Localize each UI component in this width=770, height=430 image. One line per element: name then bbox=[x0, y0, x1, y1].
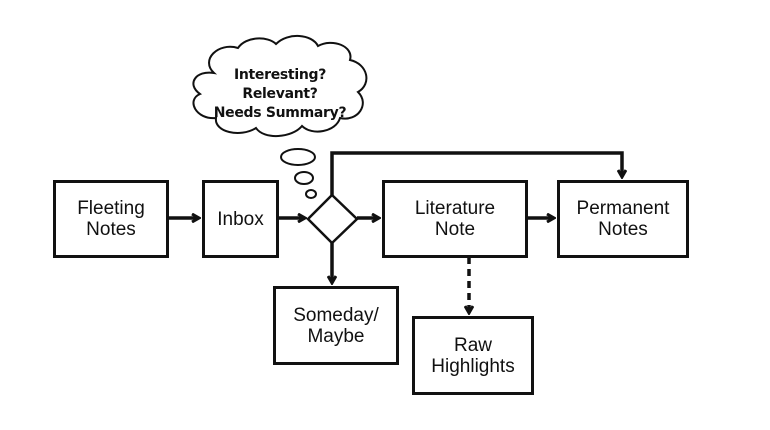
node-label-line2: Highlights bbox=[431, 355, 515, 377]
node-raw-highlights[interactable]: Raw Highlights bbox=[412, 316, 534, 395]
node-fleeting-notes[interactable]: Fleeting Notes bbox=[53, 180, 169, 258]
node-label-line2: Maybe bbox=[307, 325, 365, 347]
node-label-line2: Note bbox=[434, 219, 476, 240]
node-label-line1: Literature bbox=[414, 198, 496, 219]
thought-bubble-small bbox=[305, 189, 317, 199]
node-literature-note[interactable]: Literature Note bbox=[382, 180, 528, 258]
node-label-line1: Permanent bbox=[576, 198, 670, 219]
node-label-line1: Raw bbox=[453, 334, 492, 356]
thought-line-relevant: Relevant? bbox=[242, 86, 318, 102]
thought-cloud bbox=[192, 35, 368, 137]
edge-decision-to-permanent bbox=[330, 151, 622, 195]
decision-diamond[interactable] bbox=[306, 193, 359, 245]
node-label-line2: Notes bbox=[598, 219, 648, 240]
thought-line-interesting: Interesting? bbox=[233, 67, 327, 83]
node-inbox[interactable]: Inbox bbox=[202, 180, 279, 258]
thought-bubble-large bbox=[280, 148, 316, 166]
node-label-line1: Fleeting bbox=[77, 198, 145, 219]
node-label-line1: Inbox bbox=[217, 208, 264, 230]
node-label-line2: Notes bbox=[86, 219, 136, 240]
node-someday-maybe[interactable]: Someday/ Maybe bbox=[273, 286, 399, 365]
thought-bubble-text: Interesting? Relevant? Needs Summary? bbox=[190, 66, 370, 123]
node-permanent-notes[interactable]: Permanent Notes bbox=[557, 180, 689, 258]
thought-bubble-medium bbox=[294, 171, 314, 185]
thought-line-needs-summary: Needs Summary? bbox=[213, 105, 347, 121]
node-label-line1: Someday/ bbox=[293, 304, 379, 326]
